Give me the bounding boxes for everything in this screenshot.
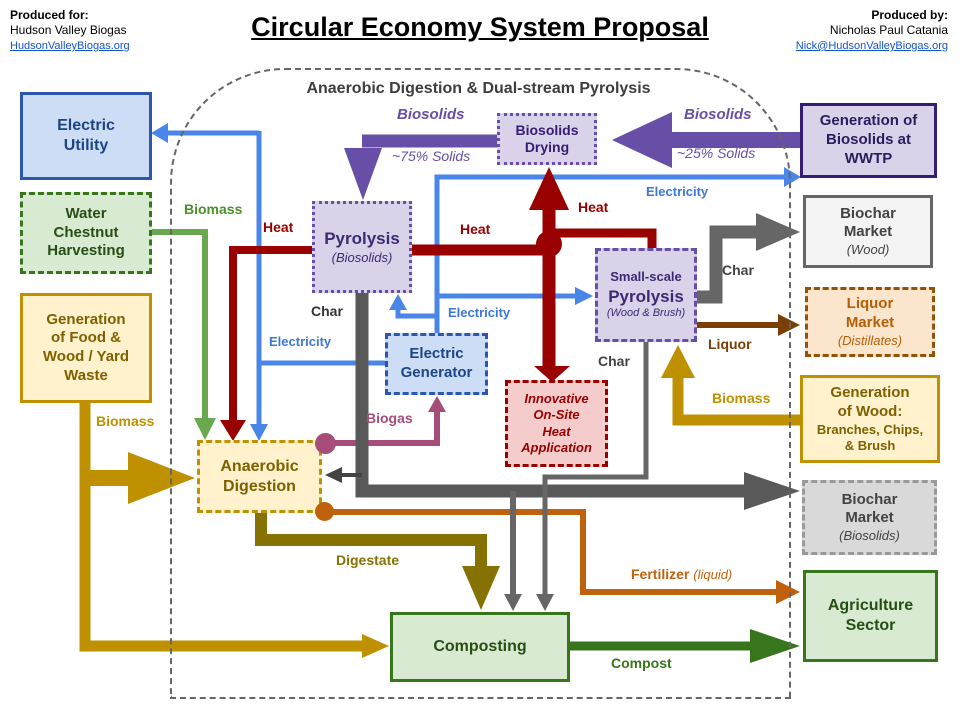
node-label: Electric Utility [57, 117, 115, 154]
node-generation-of-wood: Generation of Wood: Branches, Chips, & B… [800, 375, 940, 463]
flow-label-biosolids-left: Biosolids [397, 106, 465, 123]
flow-label-25-solids: ~25% Solids [677, 145, 756, 161]
flow-label-electricity-mid: Electricity [448, 305, 511, 320]
produced-for-name: Hudson Valley Biogas [10, 23, 127, 37]
fertilizer-word: Fertilizer [631, 566, 690, 582]
node-generation-food-wood-yard-waste: Generation of Food & Wood / Yard Waste [20, 293, 152, 403]
node-sublabel: Branches, Chips, & Brush [816, 421, 924, 453]
fertilizer-junction-dot [315, 502, 334, 521]
node-label: Innovative On-Site Heat Application [521, 391, 592, 455]
flow-label-75-solids: ~75% Solids [392, 148, 471, 164]
node-biosolids-drying: Biosolids Drying [497, 113, 597, 165]
flow-label-electricity-wwtp: Electricity [646, 184, 709, 199]
node-label: Electric Generator [400, 345, 473, 381]
produced-for-link[interactable]: HudsonValleyBiogas.org [10, 40, 130, 52]
node-innovative-onsite-heat: Innovative On-Site Heat Application [505, 380, 608, 467]
biomass-green-arrow [152, 229, 216, 440]
flow-label-biomass-chestnut: Biomass [184, 201, 243, 217]
flow-label-biomass-food: Biomass [96, 413, 155, 429]
produced-by-label: Produced by: [871, 8, 948, 22]
node-label: Generation of Food & Wood / Yard Waste [42, 310, 130, 384]
node-sublabel: (Wood & Brush) [606, 306, 686, 319]
page-title: Circular Economy System Proposal [251, 12, 709, 42]
digestate-arrow [255, 513, 500, 610]
flow-label-electricity-left: Electricity [269, 334, 332, 349]
node-small-scale-pyrolysis: Small-scale Pyrolysis (Wood & Brush) [595, 248, 697, 342]
node-sublabel: (Distillates) [837, 332, 903, 348]
node-sublabel: (Biosolids) [331, 249, 393, 265]
node-label: Composting [433, 638, 527, 655]
node-label: Anaerobic Digestion [220, 457, 299, 495]
node-pyrolysis-biosolids: Pyrolysis (Biosolids) [312, 201, 412, 293]
flow-label-fertilizer: Fertilizer (liquid) [631, 566, 732, 582]
flow-label-biogas: Biogas [366, 410, 413, 426]
flow-label-biosolids-right: Biosolids [684, 106, 752, 123]
node-anaerobic-digestion: Anaerobic Digestion [197, 440, 322, 513]
produced-for-label: Produced for: [10, 8, 89, 22]
flow-label-heat-left: Heat [263, 219, 294, 235]
node-electric-utility: Electric Utility [20, 92, 152, 180]
node-label: Pyrolysis [324, 229, 400, 249]
node-composting: Composting [390, 612, 570, 682]
flow-label-liquor: Liquor [708, 336, 752, 352]
node-sublabel: (Wood) [846, 242, 890, 258]
node-label: Water Chestnut Harvesting [47, 204, 125, 260]
flow-label-char-small-lower: Char [598, 353, 630, 369]
node-label: Biosolids Drying [515, 121, 579, 156]
flow-label-heat-right: Heat [578, 199, 609, 215]
node-electric-generator: Electric Generator [385, 333, 488, 395]
system-boundary [170, 68, 791, 699]
flow-label-char-pyrolysis: Char [311, 303, 343, 319]
char-arrows [325, 213, 800, 611]
node-label-line2: Pyrolysis [608, 286, 684, 306]
node-label-line1: Small-scale [610, 269, 682, 285]
flow-label-heat-mid: Heat [460, 221, 491, 237]
fertilizer-liquid-word: (liquid) [693, 567, 733, 582]
flow-label-char-small-upper: Char [722, 262, 754, 278]
node-biochar-market-wood: Biochar Market (Wood) [803, 195, 933, 268]
node-water-chestnut-harvesting: Water Chestnut Harvesting [20, 192, 152, 274]
biogas-junction-dot [315, 433, 336, 454]
produced-by-block: Produced by: Nicholas Paul Catania Nick@… [796, 8, 948, 54]
flow-label-biomass-wood: Biomass [712, 390, 771, 406]
heat-arrows [220, 167, 657, 441]
node-label: Generation of Wood: [830, 384, 910, 420]
node-agriculture-sector: Agriculture Sector [803, 570, 938, 662]
node-label: Agriculture Sector [827, 597, 914, 634]
produced-by-link[interactable]: Nick@HudsonValleyBiogas.org [795, 40, 948, 52]
flow-label-digestate: Digestate [336, 552, 400, 568]
node-biochar-market-biosolids: Biochar Market (Biosolids) [802, 480, 937, 555]
node-label: Biochar Market [840, 204, 896, 241]
node-generation-biosolids-wwtp: Generation of Biosolids at WWTP [800, 103, 937, 178]
node-sublabel: (Biosolids) [839, 528, 900, 544]
node-label: Biochar Market [841, 490, 898, 527]
system-heading: Anaerobic Digestion & Dual-stream Pyroly… [306, 80, 651, 97]
produced-for-block: Produced for: Hudson Valley Biogas Hudso… [10, 8, 130, 54]
node-label: Generation of Biosolids at WWTP [819, 112, 918, 167]
node-liquor-market: Liquor Market (Distillates) [805, 287, 935, 357]
node-label: Liquor Market [845, 295, 895, 331]
flow-label-compost: Compost [611, 655, 672, 671]
produced-by-name: Nicholas Paul Catania [829, 23, 948, 37]
